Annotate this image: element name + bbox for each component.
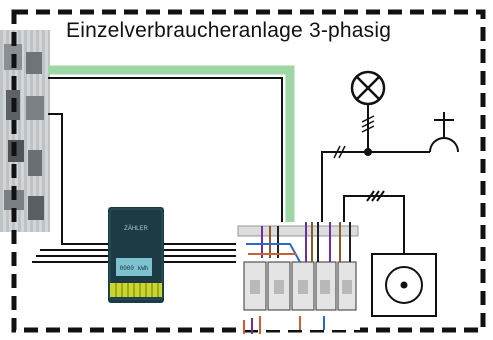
house-connection-box <box>0 30 50 250</box>
heater-outlet-symbol <box>429 112 459 153</box>
junction-dot <box>364 148 372 156</box>
meter-display-value: 0000 kWh <box>120 265 149 272</box>
distribution-board <box>236 222 360 334</box>
socket-symbol <box>371 253 437 317</box>
wire-tick-marks <box>333 115 375 159</box>
protective-earth-wire <box>48 65 295 232</box>
meter-terminal-row <box>110 283 162 297</box>
meter-brand-label: ZÄHLER <box>124 225 148 232</box>
lamp-symbol <box>350 70 386 106</box>
electricity-meter: ZÄHLER 0000 kWh <box>108 207 164 303</box>
socket-circuit-wires <box>343 190 405 254</box>
diagram-title: Einzelverbraucheranlage 3-phasig <box>66 19 392 42</box>
lamp-circuit-wires <box>321 104 430 222</box>
